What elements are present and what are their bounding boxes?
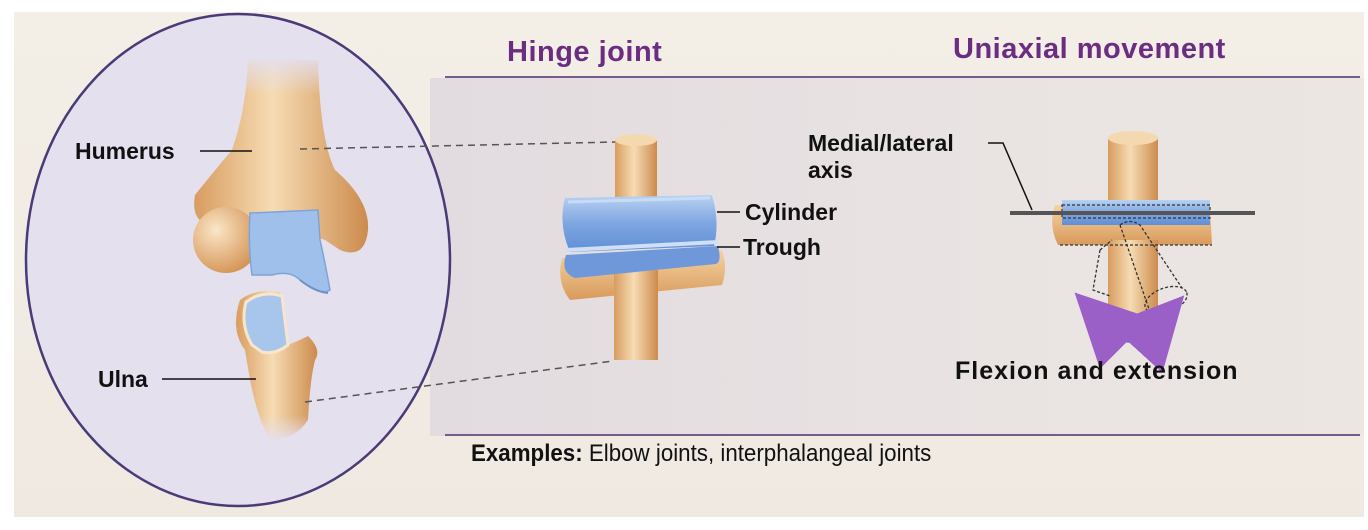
examples-heading: Examples: — [471, 440, 583, 467]
examples-text: Elbow joints, interphalangeal joints — [588, 440, 932, 467]
uniaxial-movement-title: Uniaxial movement — [953, 33, 1226, 65]
humerus-dashed-connector — [299, 141, 616, 150]
uniaxial-movement-model — [1010, 131, 1255, 315]
examples-divider — [445, 434, 1360, 436]
axis-leader-line — [988, 142, 1033, 211]
ulna-dashed-connector — [304, 360, 614, 403]
axis-label-line2: axis — [808, 157, 853, 183]
ulna-bone-illustration — [236, 291, 318, 443]
hinge-joint-model — [560, 134, 725, 360]
humerus-label: Humerus — [75, 138, 175, 164]
humerus-bone-illustration — [193, 55, 369, 294]
axis-label-line1: Medial/lateral — [808, 130, 954, 156]
ulna-label: Ulna — [98, 366, 148, 392]
cylinder-label: Cylinder — [745, 199, 838, 225]
trough-label: Trough — [743, 234, 821, 260]
title-divider — [445, 76, 1360, 78]
examples-line: Examples: Elbow joints, interphalangeal … — [471, 440, 931, 468]
hinge-joint-title: Hinge joint — [507, 36, 663, 68]
movement-caption: Flexion and extension — [955, 357, 1239, 385]
flexion-arrow-tail-icon — [1074, 292, 1151, 369]
flexion-extension-arrow-icon — [1100, 295, 1185, 373]
